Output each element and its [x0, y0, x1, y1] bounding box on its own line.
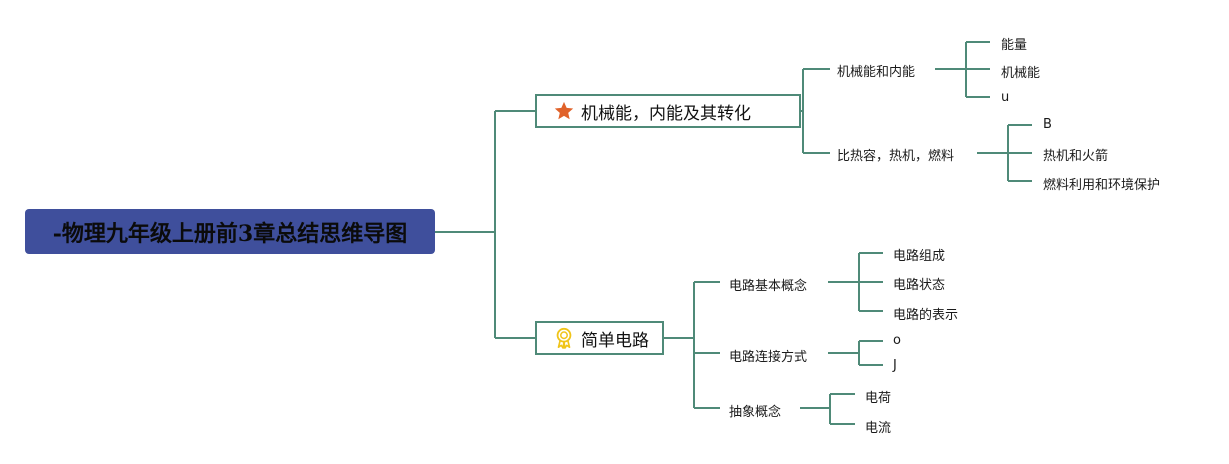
award-ribbon-icon: [556, 327, 572, 349]
topic-label: 比热容，热机，燃料: [837, 149, 955, 164]
branch-simple-circuit[interactable]: 简单电路: [535, 321, 664, 355]
leaf-fuel-utilization-environment[interactable]: 燃料利用和环境保护: [1043, 174, 1160, 193]
star-icon: [554, 101, 574, 120]
leaf-circuit-state[interactable]: 电路状态: [893, 274, 945, 293]
leaf-label: 热机和火箭: [1043, 149, 1109, 164]
topic-circuit-basics[interactable]: 电路基本概念: [729, 275, 807, 294]
root-title: -物理九年级上册前3章总结思维导图: [52, 220, 408, 247]
leaf-label: 机械能: [1001, 66, 1041, 81]
topic-mechanical-and-internal-energy[interactable]: 机械能和内能: [837, 61, 915, 80]
leaf-u[interactable]: u: [1001, 90, 1009, 105]
leaf-label: 电流: [865, 421, 892, 436]
leaf-heat-engine-rocket[interactable]: 热机和火箭: [1043, 145, 1108, 164]
leaf-j[interactable]: J: [893, 358, 897, 373]
topic-label: 电路基本概念: [729, 279, 808, 294]
leaf-o[interactable]: o: [893, 333, 901, 348]
leaf-charge[interactable]: 电荷: [865, 387, 891, 406]
leaf-circuit-composition[interactable]: 电路组成: [893, 245, 945, 264]
branch-label: 简单电路: [581, 330, 649, 351]
leaf-label: 电路组成: [893, 249, 946, 264]
leaf-label: 能量: [1001, 38, 1028, 53]
leaf-label: 电路的表示: [893, 308, 959, 323]
leaf-label: o: [893, 333, 901, 348]
leaf-label: u: [1001, 90, 1010, 105]
leaf-current[interactable]: 电流: [865, 417, 891, 436]
topic-specific-heat-engine-fuel[interactable]: 比热容，热机，燃料: [837, 145, 954, 164]
leaf-energy[interactable]: 能量: [1001, 34, 1027, 53]
leaf-label: 电荷: [865, 391, 892, 406]
root-topic[interactable]: -物理九年级上册前3章总结思维导图: [25, 209, 435, 254]
branch-label: 机械能，内能及其转化: [581, 103, 751, 124]
leaf-label: B: [1043, 117, 1052, 132]
leaf-label: J: [893, 358, 897, 373]
leaf-mechanical-energy[interactable]: 机械能: [1001, 62, 1040, 81]
topic-label: 机械能和内能: [837, 65, 916, 80]
branch-mechanical-internal-energy[interactable]: 机械能，内能及其转化: [535, 94, 801, 128]
leaf-label: 燃料利用和环境保护: [1043, 178, 1161, 193]
topic-abstract-concepts[interactable]: 抽象概念: [729, 401, 781, 420]
topic-label: 抽象概念: [729, 405, 782, 420]
topic-label: 电路连接方式: [729, 350, 808, 365]
leaf-b[interactable]: B: [1043, 117, 1052, 132]
leaf-circuit-representation[interactable]: 电路的表示: [893, 304, 958, 323]
topic-circuit-connection[interactable]: 电路连接方式: [729, 346, 807, 365]
leaf-label: 电路状态: [893, 278, 946, 293]
